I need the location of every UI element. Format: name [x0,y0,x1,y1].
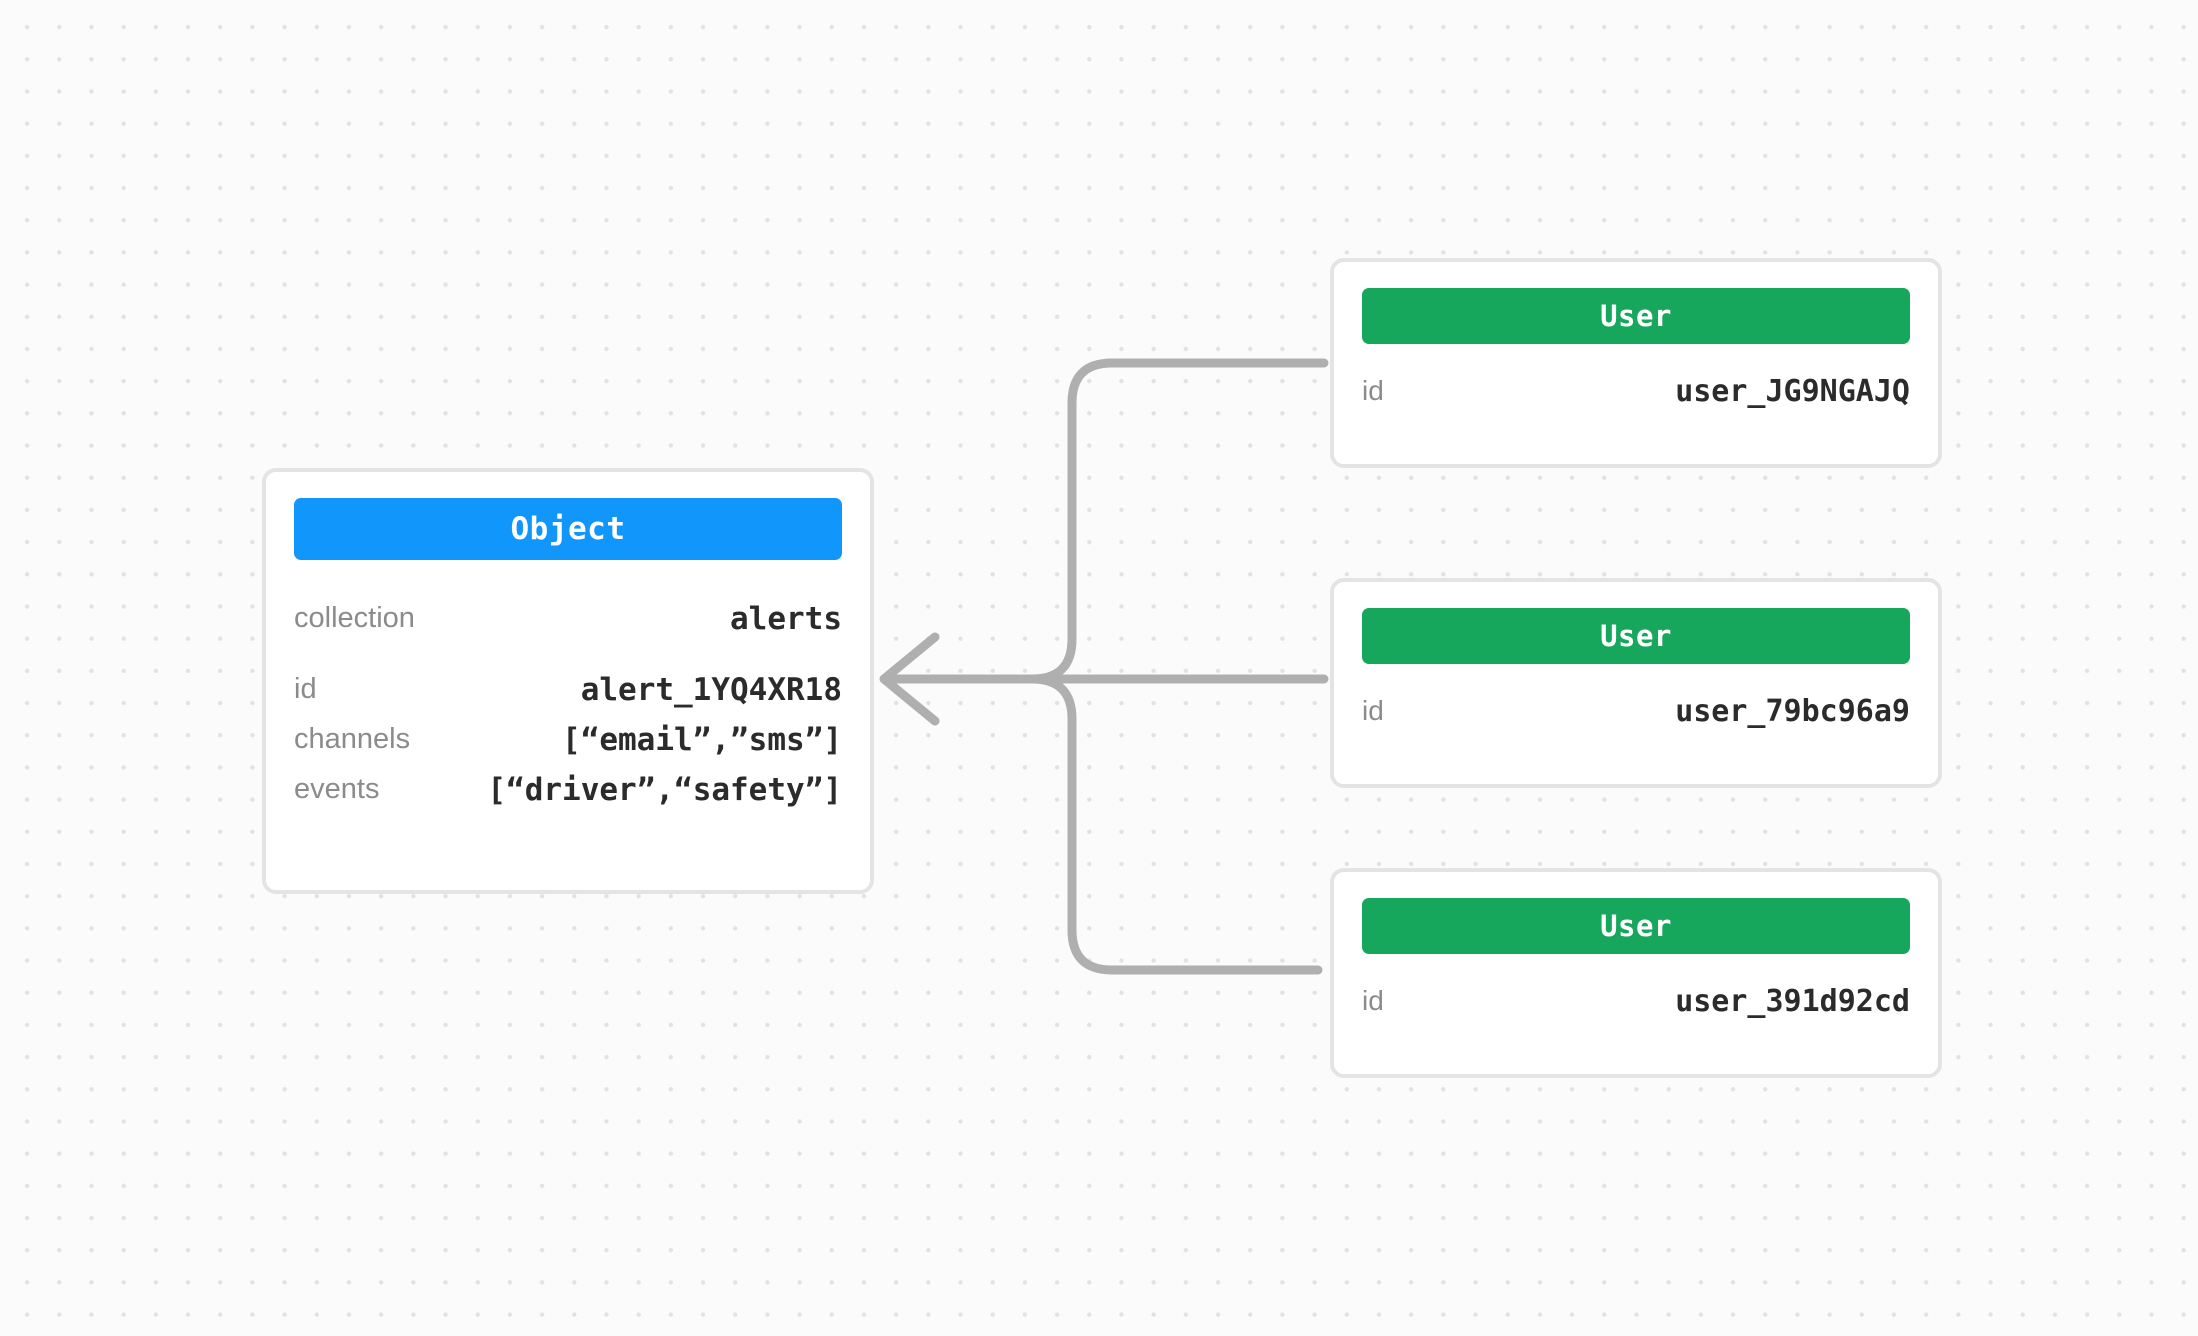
node-user-1-fields: id user_79bc96a9 [1362,690,1910,732]
edge-user-2 [887,674,1323,975]
node-user-2-type-badge: User [1362,898,1910,954]
node-object[interactable]: Object collection alerts id alert_1YQ4XR… [262,468,874,894]
node-object-type-badge: Object [294,498,842,560]
field-value-collection: alerts [730,600,842,637]
node-user-0[interactable]: User id user_JG9NGAJQ [1330,258,1942,468]
node-user-1[interactable]: User id user_79bc96a9 [1330,578,1942,788]
field-key-collection: collection [294,602,415,634]
field-key-user-id: id [1362,985,1384,1016]
edge-user-0 [887,358,1329,684]
node-user-0-fields: id user_JG9NGAJQ [1362,370,1910,412]
field-key-user-id: id [1362,695,1384,726]
field-row-id: id alert_1YQ4XR18 [294,665,842,714]
edge-arrowhead-icon [879,632,940,726]
field-value-events: [“driver”,“safety”] [487,771,842,808]
node-object-fields: collection alerts id alert_1YQ4XR18 chan… [294,594,842,814]
field-value-channels: [“email”,”sms”] [562,721,842,758]
field-row-channels: channels [“email”,”sms”] [294,715,842,764]
node-object-field-group-primary: collection alerts [294,594,842,643]
field-value-user-id: user_79bc96a9 [1675,693,1910,729]
field-value-user-id: user_JG9NGAJQ [1675,373,1910,409]
field-key-id: id [294,673,317,705]
field-row-user-id: id user_JG9NGAJQ [1362,370,1910,412]
node-user-0-type-badge: User [1362,288,1910,344]
node-user-1-type-badge: User [1362,608,1910,664]
field-row-collection: collection alerts [294,594,842,643]
field-row-user-id: id user_391d92cd [1362,980,1910,1022]
node-object-field-group-secondary: id alert_1YQ4XR18 channels [“email”,”sms… [294,665,842,814]
field-key-channels: channels [294,723,411,755]
field-value-id: alert_1YQ4XR18 [580,671,842,708]
field-value-user-id: user_391d92cd [1675,983,1910,1019]
field-row-events: events [“driver”,“safety”] [294,765,842,814]
field-key-user-id: id [1362,375,1384,406]
field-key-events: events [294,773,380,805]
field-row-user-id: id user_79bc96a9 [1362,690,1910,732]
node-user-2-fields: id user_391d92cd [1362,980,1910,1022]
node-user-2[interactable]: User id user_391d92cd [1330,868,1942,1078]
